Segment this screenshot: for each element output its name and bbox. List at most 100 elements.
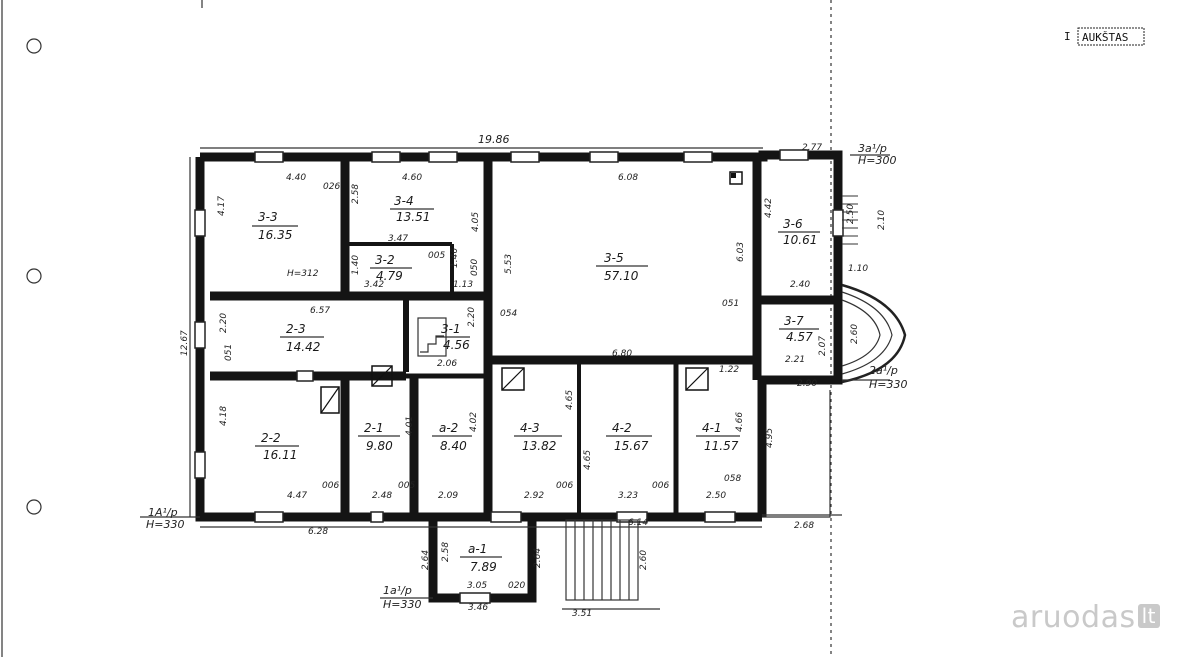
svg-text:5.53: 5.53	[504, 254, 514, 274]
svg-text:1.46: 1.46	[450, 248, 460, 268]
svg-text:3-1: 3-1	[441, 322, 461, 336]
svg-text:4-3: 4-3	[520, 421, 540, 435]
svg-text:2.06: 2.06	[437, 359, 457, 369]
svg-text:2.48: 2.48	[372, 491, 392, 501]
svg-text:11.57: 11.57	[704, 439, 739, 453]
svg-text:4.65: 4.65	[565, 390, 575, 410]
svg-text:006: 006	[556, 481, 573, 491]
interior-walls	[210, 160, 762, 517]
svg-text:006: 006	[652, 481, 669, 491]
svg-text:026: 026	[323, 182, 340, 192]
svg-text:4.56: 4.56	[443, 338, 470, 352]
svg-text:57.10: 57.10	[604, 269, 639, 283]
svg-text:3-4: 3-4	[394, 194, 414, 208]
svg-text:005: 005	[398, 481, 415, 491]
svg-text:a-2: a-2	[439, 421, 458, 435]
svg-text:6.03: 6.03	[736, 242, 746, 262]
svg-text:2.20: 2.20	[467, 307, 477, 327]
svg-text:H=330: H=330	[869, 378, 907, 391]
room-4-3: 4-313.82	[514, 421, 562, 453]
svg-text:054: 054	[500, 309, 517, 319]
svg-text:H=330: H=330	[146, 518, 184, 531]
svg-text:4.60: 4.60	[402, 173, 422, 183]
svg-text:4-2: 4-2	[612, 421, 632, 435]
svg-text:H=330: H=330	[383, 598, 421, 611]
svg-text:2.09: 2.09	[438, 491, 458, 501]
svg-text:13.51: 13.51	[396, 210, 430, 224]
svg-text:14.42: 14.42	[286, 340, 320, 354]
svg-text:15.67: 15.67	[614, 439, 649, 453]
svg-text:2.20: 2.20	[219, 313, 229, 333]
svg-text:4.40: 4.40	[286, 173, 306, 183]
svg-text:2.60: 2.60	[639, 550, 649, 570]
entrance-markers: 1A¹/p H=330 1a¹/p H=330 2a¹/p H=330 3a¹/…	[146, 142, 907, 611]
svg-text:4.65: 4.65	[583, 450, 593, 470]
floor-label: AUKŠTAS	[1082, 31, 1128, 44]
stove-icon	[371, 365, 393, 387]
svg-text:2-2: 2-2	[261, 431, 281, 445]
svg-text:6.08: 6.08	[618, 173, 638, 183]
room-3-5: 3-5 57.10	[596, 251, 648, 283]
svg-text:6.80: 6.80	[612, 349, 632, 359]
svg-text:3-7: 3-7	[784, 314, 804, 328]
svg-text:3.05: 3.05	[467, 581, 487, 591]
room-a-1: a-17.89	[460, 542, 502, 574]
svg-text:3a¹/p: 3a¹/p	[858, 142, 887, 155]
svg-text:1.22: 1.22	[719, 365, 739, 375]
svg-text:2.92: 2.92	[524, 491, 544, 501]
svg-text:3-2: 3-2	[375, 253, 395, 267]
stove-icon	[320, 386, 340, 414]
svg-text:2.77: 2.77	[802, 143, 822, 153]
svg-text:4.42: 4.42	[764, 198, 774, 218]
dimension-labels: 19.86 2.77 4.40 026 4.60 6.08 4.17 2.58 …	[180, 133, 887, 619]
stove-icon	[501, 367, 525, 391]
svg-text:2.40: 2.40	[790, 280, 810, 290]
svg-text:050: 050	[470, 259, 480, 276]
svg-text:2.68: 2.68	[794, 521, 814, 531]
svg-text:2a¹/p: 2a¹/p	[869, 364, 898, 377]
room-3-4: 3-4 13.51	[390, 194, 434, 224]
svg-text:2.90: 2.90	[797, 379, 817, 389]
room-a-2: a-2 8.40	[432, 421, 472, 453]
room-3-7: 3-7 4.57	[779, 314, 819, 344]
svg-text:2.50: 2.50	[706, 491, 726, 501]
svg-text:6.28: 6.28	[308, 527, 328, 537]
svg-text:4-1: 4-1	[702, 421, 722, 435]
svg-text:020: 020	[508, 581, 525, 591]
svg-text:3.46: 3.46	[468, 603, 488, 613]
windows	[194, 149, 844, 604]
svg-text:6.57: 6.57	[310, 306, 330, 316]
svg-text:H=312: H=312	[287, 269, 319, 279]
svg-text:8.40: 8.40	[440, 439, 467, 453]
svg-text:4.05: 4.05	[471, 212, 481, 232]
exterior-stairs	[565, 195, 907, 601]
svg-text:4.01: 4.01	[405, 416, 415, 436]
room-2-2: 2-2 16.11	[255, 431, 299, 462]
svg-text:9.80: 9.80	[366, 439, 393, 453]
svg-text:3.42: 3.42	[364, 280, 384, 290]
svg-text:051: 051	[722, 299, 739, 309]
svg-text:4.79: 4.79	[376, 269, 403, 283]
svg-text:H=300: H=300	[858, 154, 896, 167]
room-3-2: 3-2 4.79	[370, 253, 412, 283]
svg-text:12.67: 12.67	[180, 330, 190, 356]
svg-text:3-5: 3-5	[604, 251, 624, 265]
room-3-6: 3-610.61	[778, 217, 820, 247]
svg-text:4.18: 4.18	[219, 406, 229, 426]
room-4-2: 4-2 15.67	[606, 421, 652, 453]
room-2-3: 2-314.42	[280, 322, 324, 354]
svg-text:1.10: 1.10	[848, 264, 868, 274]
svg-text:2-1: 2-1	[364, 421, 384, 435]
svg-text:2.60: 2.60	[850, 324, 860, 344]
svg-text:2.58: 2.58	[441, 542, 451, 562]
svg-text:3.23: 3.23	[618, 491, 638, 501]
punch-hole-icon	[26, 268, 42, 284]
svg-text:16.11: 16.11	[263, 448, 297, 462]
svg-text:7.89: 7.89	[470, 560, 497, 574]
svg-text:058: 058	[724, 474, 741, 484]
svg-text:4.57: 4.57	[786, 330, 813, 344]
chimney-icon	[729, 171, 743, 185]
svg-text:2.58: 2.58	[351, 184, 361, 204]
